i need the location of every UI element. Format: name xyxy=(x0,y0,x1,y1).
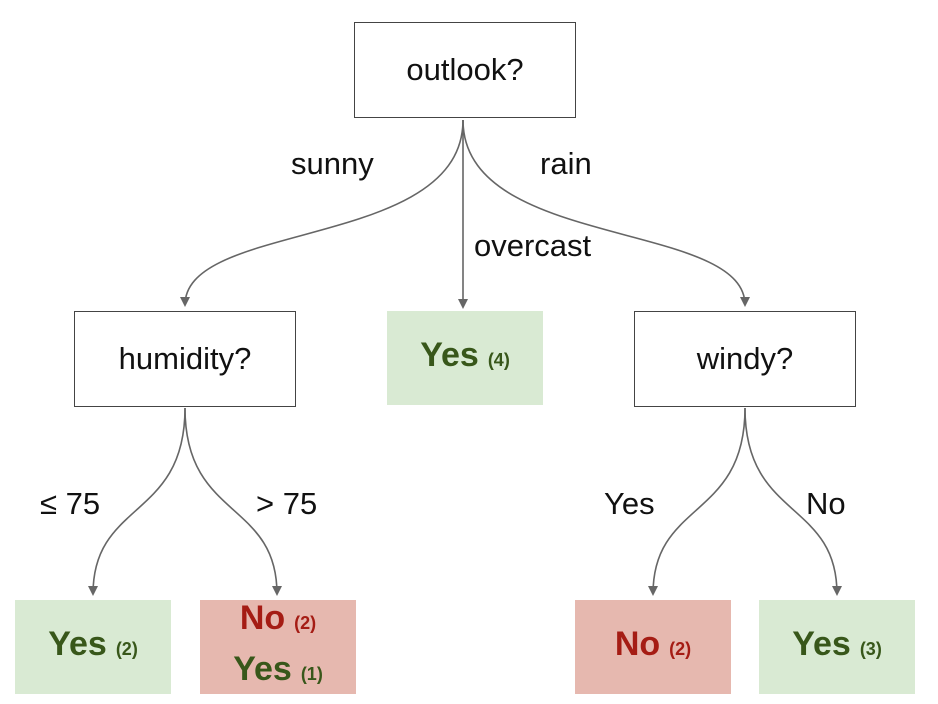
leaf-yes-label: Yes xyxy=(792,624,851,663)
edge-humidity-low xyxy=(88,407,186,596)
leaf-windy-no-yes: Yes (3) xyxy=(759,600,915,694)
edge-rain xyxy=(462,119,750,307)
edge-windy-yes xyxy=(648,407,746,596)
leaf-yes-count: (4) xyxy=(487,349,510,370)
leaf-line: Yes (3) xyxy=(792,622,882,673)
leaf-windy-yes-no: No (2) xyxy=(575,600,731,694)
edge-label-humidity-low: ≤ 75 xyxy=(40,486,101,521)
root-node-label: outlook? xyxy=(406,52,524,87)
leaf-humidity-low-yes: Yes (2) xyxy=(15,600,171,694)
leaf-yes-label: Yes xyxy=(420,335,479,374)
leaf-line: Yes (1) xyxy=(233,647,323,698)
leaf-yes-count: (1) xyxy=(300,664,323,684)
node-windy: windy? xyxy=(634,311,856,407)
leaf-line: Yes (4) xyxy=(420,333,510,384)
edge-label-windy-no: No xyxy=(806,486,846,521)
leaf-yes-count: (3) xyxy=(859,638,882,659)
leaf-line: No (2) xyxy=(615,622,691,673)
node-windy-label: windy? xyxy=(696,341,794,376)
edge-label-humidity-high: > 75 xyxy=(256,486,318,521)
leaf-no-label: No xyxy=(239,599,286,637)
leaf-no-count: (2) xyxy=(294,613,317,633)
node-humidity-label: humidity? xyxy=(118,341,252,376)
leaf-overcast-yes: Yes (4) xyxy=(387,311,543,405)
leaf-no-count: (2) xyxy=(669,638,692,659)
leaf-yes-count: (2) xyxy=(115,638,138,659)
edge-label-windy-yes: Yes xyxy=(604,486,655,521)
node-humidity: humidity? xyxy=(74,311,296,407)
edge-sunny xyxy=(180,119,464,307)
leaf-no-label: No xyxy=(614,624,661,663)
leaf-line: No (2) xyxy=(240,596,316,647)
leaf-yes-label: Yes xyxy=(233,650,292,688)
root-node-outlook: outlook? xyxy=(354,22,576,118)
leaf-humidity-high-mixed: No (2) Yes (1) xyxy=(200,599,356,694)
leaf-yes-label: Yes xyxy=(48,624,107,663)
edge-windy-no xyxy=(744,407,842,596)
edge-humidity-high xyxy=(184,407,282,596)
edge-label-overcast: overcast xyxy=(474,228,592,263)
leaf-line: Yes (2) xyxy=(48,622,138,673)
edge-label-rain: rain xyxy=(540,146,592,181)
edge-label-sunny: sunny xyxy=(291,146,374,181)
